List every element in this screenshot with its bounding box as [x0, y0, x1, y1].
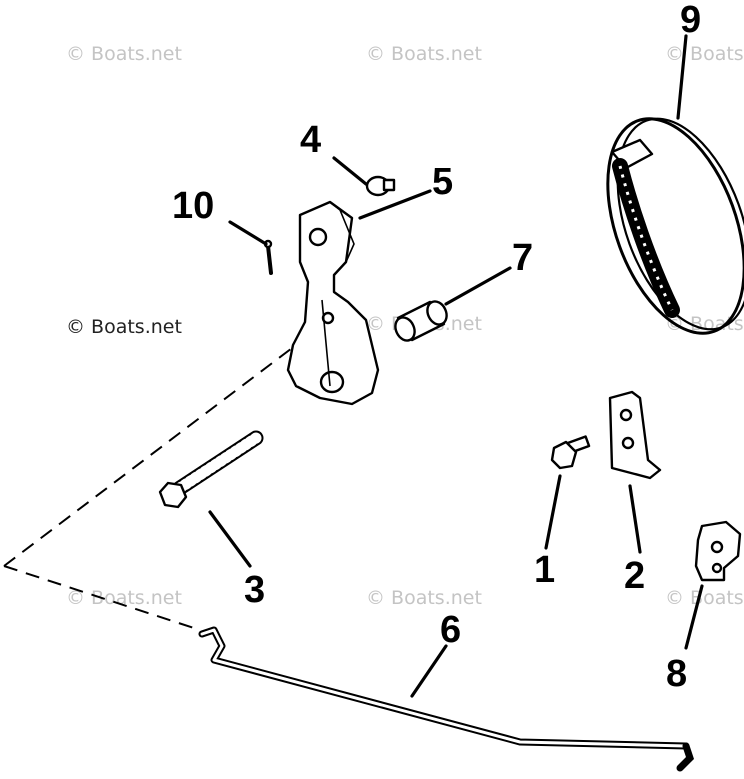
callout-3: 3 — [244, 569, 265, 611]
watermark-mid-left: © Boats.net — [66, 316, 182, 338]
leader-10 — [228, 220, 268, 246]
clip-part — [694, 520, 742, 582]
callout-7: 7 — [512, 237, 533, 279]
callout-1: 1 — [534, 549, 555, 591]
watermark-bottom-left: © Boats.net — [66, 587, 182, 609]
dashed-guide-lines — [3, 341, 301, 631]
watermark-bottom-right: © Boats.net — [665, 587, 744, 609]
callout-2: 2 — [624, 555, 645, 597]
clamp-band-part — [606, 117, 744, 335]
screw-part — [550, 435, 591, 470]
callout-6: 6 — [440, 609, 461, 651]
leader-7 — [444, 266, 512, 306]
callout-numbers: 4 5 10 7 9 3 1 2 8 6 — [172, 0, 701, 695]
cotter-pin-part — [263, 239, 273, 275]
leader-3 — [208, 510, 252, 568]
watermark-top-center: © Boats.net — [366, 43, 482, 65]
leader-lines — [208, 34, 704, 698]
leader-9 — [676, 34, 688, 120]
lever-bracket-part — [286, 200, 380, 406]
leader-6 — [410, 644, 448, 698]
watermark-top-right: © Boats.net — [665, 43, 744, 65]
callout-8: 8 — [666, 653, 687, 695]
link-rod-part — [198, 626, 695, 772]
leader-1 — [544, 474, 562, 550]
leader-8 — [684, 584, 704, 650]
callout-5: 5 — [432, 161, 453, 203]
callout-9: 9 — [680, 0, 701, 41]
leader-4 — [332, 156, 368, 186]
pin-part — [365, 175, 396, 197]
watermark-bottom-center: © Boats.net — [366, 587, 482, 609]
plate-part — [608, 390, 662, 480]
long-bolt-part — [158, 430, 264, 509]
callout-4: 4 — [300, 119, 321, 161]
leader-2 — [628, 484, 642, 554]
leader-5 — [358, 189, 432, 220]
callout-10: 10 — [172, 185, 214, 227]
bushing-part — [394, 300, 448, 342]
watermark-top-left: © Boats.net — [66, 43, 182, 65]
